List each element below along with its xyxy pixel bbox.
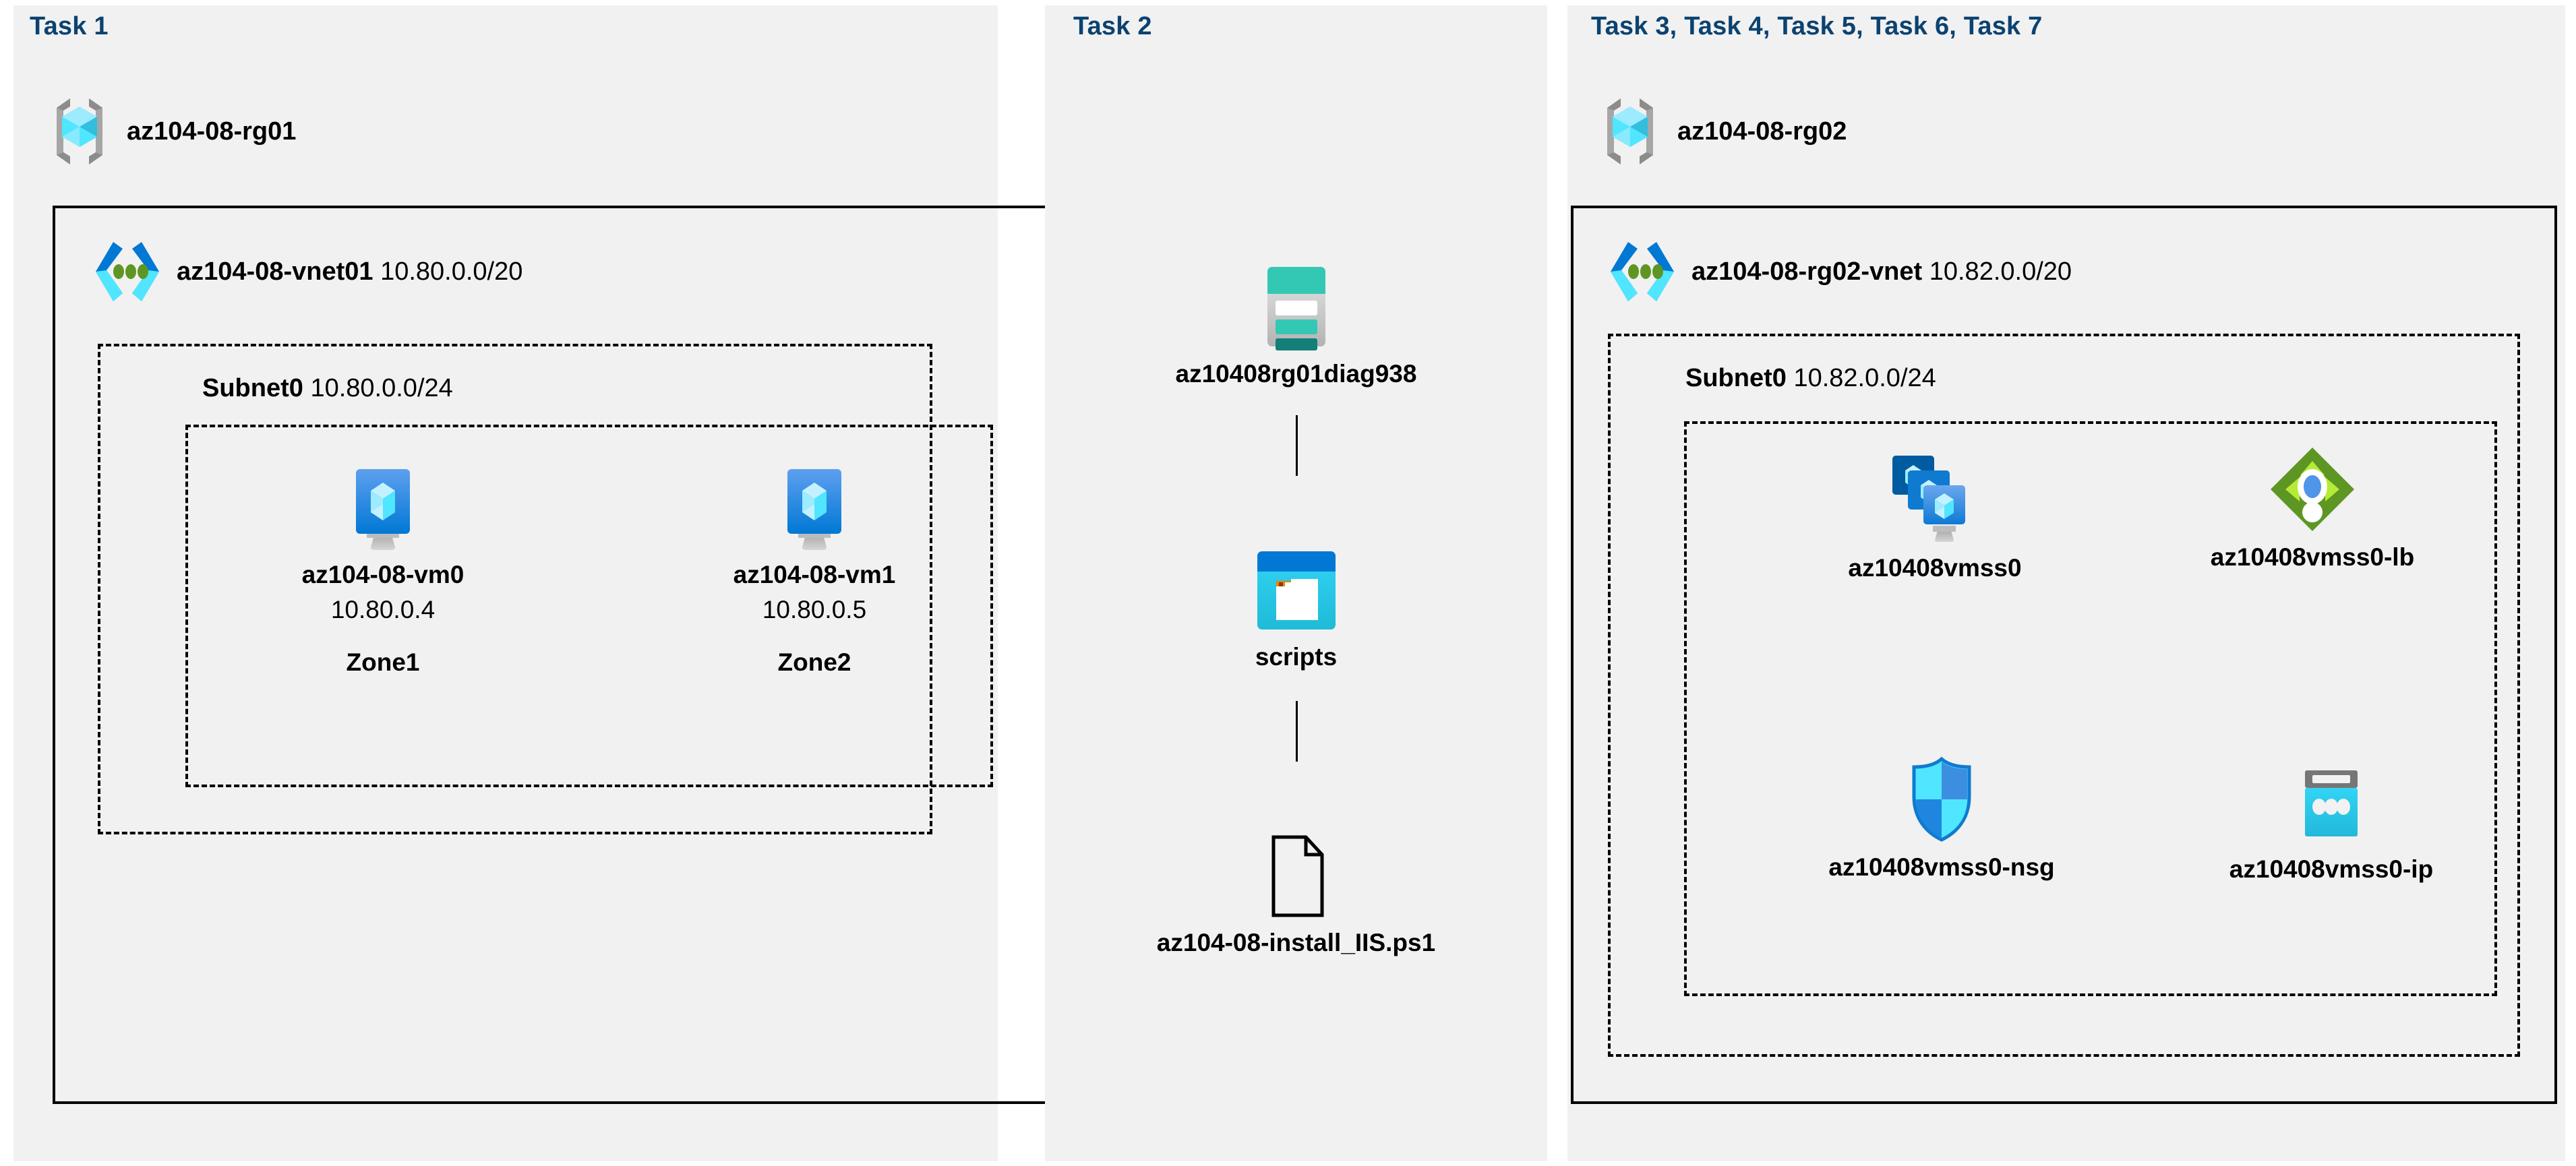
script-file-node: az104-08-install_IIS.ps1 (1116, 833, 1476, 957)
vnet-cidr-vnet01: 10.80.0.0/20 (380, 257, 523, 286)
panel-task-3-7 (1567, 5, 2565, 1161)
vnet-label-rg02: az104-08-rg02-vnet 10.82.0.0/20 (1691, 257, 2072, 286)
vmss-node: az10408vmss0 (1793, 450, 2076, 582)
vnet-header-rg02: az104-08-rg02-vnet 10.82.0.0/20 (1608, 239, 2072, 304)
nsg-node: az10408vmss0-nsg (1773, 755, 2110, 882)
vnet-name-rg02: az104-08-rg02-vnet (1691, 257, 1923, 286)
blob-container-name: scripts (1255, 643, 1338, 671)
nsg-name: az10408vmss0-nsg (1828, 853, 2055, 881)
vmss-name: az10408vmss0 (1848, 554, 2022, 582)
vnet-cidr-rg02: 10.82.0.0/20 (1929, 257, 2072, 286)
connector-container-to-file (1296, 701, 1298, 762)
resources-box-task3 (1684, 421, 2497, 996)
vm-ip-1: 10.80.0.5 (762, 596, 867, 623)
network-security-group-icon (1905, 755, 1979, 844)
vm-node-1: az104-08-vm1 10.80.0.5 Zone2 (720, 465, 909, 677)
vnet-header-vnet01: az104-08-vnet01 10.80.0.0/20 (93, 239, 522, 304)
subnet-box-task1 (98, 344, 932, 834)
subnet-cidr-task1: 10.80.0.0/24 (310, 374, 453, 402)
file-icon (1264, 833, 1329, 919)
blob-container-node: scripts (1197, 547, 1396, 671)
resource-group-header-rg01: az104-08-rg01 (47, 94, 296, 168)
vnet-box-rg02 (1571, 206, 2557, 1104)
virtual-machine-icon (345, 465, 421, 551)
vm-name-1: az104-08-vm1 (733, 561, 896, 588)
task-2-label: Task 2 (1073, 12, 1152, 40)
vm-zone-0: Zone1 (346, 648, 420, 676)
storage-account-icon (1259, 263, 1334, 350)
vm-zone-1: Zone2 (777, 648, 851, 676)
vm-scale-set-icon (1884, 450, 1985, 545)
subnet-cidr-task3: 10.82.0.0/24 (1793, 364, 1936, 392)
task-1-label: Task 1 (30, 12, 109, 40)
virtual-machine-icon (777, 465, 852, 551)
resource-group-icon (47, 94, 112, 168)
resource-group-icon (1598, 94, 1663, 168)
task-3-7-label: Task 3, Task 4, Task 5, Task 6, Task 7 (1591, 12, 2043, 40)
load-balancer-name: az10408vmss0-lb (2210, 543, 2415, 571)
public-ip-node: az10408vmss0-ip (2183, 765, 2480, 884)
storage-account-name: az10408rg01diag938 (1175, 360, 1417, 388)
subnet-label-task1: Subnet0 10.80.0.0/24 (202, 374, 453, 403)
resource-group-header-rg02: az104-08-rg02 (1598, 94, 1847, 168)
subnet-name-task3: Subnet0 (1685, 364, 1787, 392)
load-balancer-node: az10408vmss0-lb (2164, 445, 2461, 572)
vnet-name-vnet01: az104-08-vnet01 (177, 257, 373, 286)
resource-group-name-rg01: az104-08-rg01 (127, 117, 297, 146)
public-ip-name: az10408vmss0-ip (2229, 855, 2434, 883)
storage-account-node: az10408rg01diag938 (1122, 263, 1470, 388)
vm-node-0: az104-08-vm0 10.80.0.4 Zone1 (289, 465, 477, 677)
panel-task-1 (13, 5, 998, 1161)
resource-group-name-rg02: az104-08-rg02 (1677, 117, 1847, 146)
virtual-network-icon (93, 239, 162, 304)
zones-box-task1 (185, 425, 993, 787)
vnet-label-vnet01: az104-08-vnet01 10.80.0.0/20 (177, 257, 522, 286)
connector-storage-to-container (1296, 415, 1298, 476)
vm-ip-0: 10.80.0.4 (330, 596, 436, 623)
subnet-name-task1: Subnet0 (202, 374, 303, 402)
subnet-label-task3: Subnet0 10.82.0.0/24 (1685, 364, 1936, 393)
blob-container-icon (1253, 547, 1340, 634)
load-balancer-icon (2268, 445, 2357, 534)
script-file-name: az104-08-install_IIS.ps1 (1156, 929, 1436, 956)
virtual-network-icon (1608, 239, 1677, 304)
vm-name-0: az104-08-vm0 (301, 561, 465, 588)
public-ip-address-icon (2294, 765, 2368, 846)
subnet-box-task3 (1608, 334, 2520, 1057)
